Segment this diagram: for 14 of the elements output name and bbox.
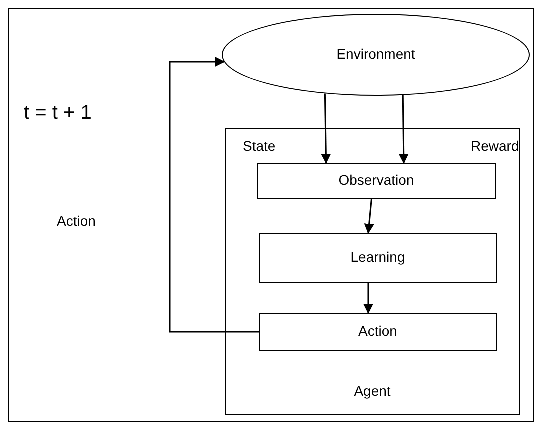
action-label: Action [57,212,96,231]
arrow [169,56,259,333]
state-label: State [243,137,276,156]
arrow [398,95,409,164]
arrow [364,198,374,234]
arrow [363,283,374,314]
reward-label: Reward [471,137,520,156]
arrow [321,94,332,164]
process-box [257,163,496,199]
process-box [259,233,497,283]
update-formula: t = t + 1 [24,101,92,126]
node-text: Learning [350,249,406,267]
agent-box [225,128,520,415]
process-box [259,313,497,351]
